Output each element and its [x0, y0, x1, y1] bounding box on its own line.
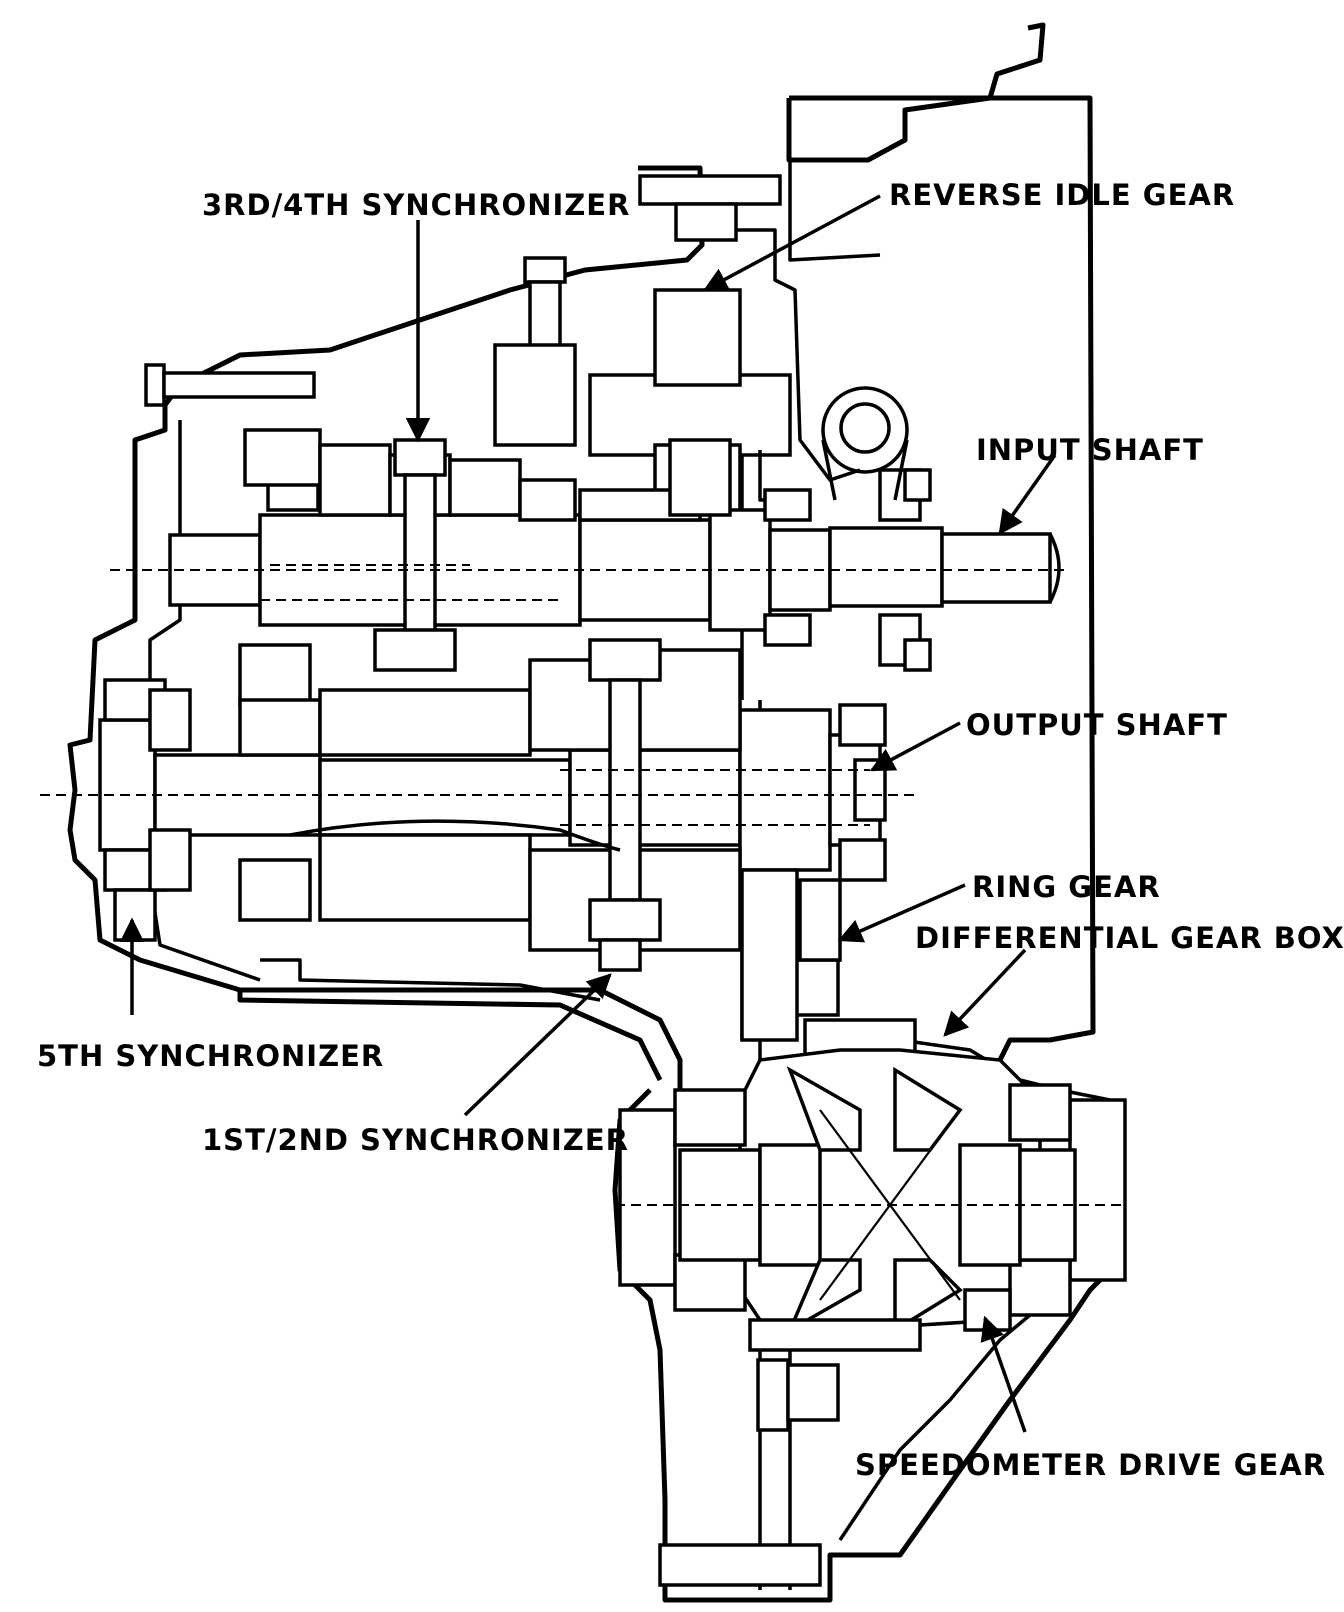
leader-input-shaft	[998, 453, 1057, 536]
leader-reverse-idle	[702, 194, 881, 292]
label-3rd-4th-synchronizer: 3RD/4TH SYNCHRONIZER	[202, 188, 630, 222]
differential-assembly	[615, 868, 1127, 1352]
leader-speedo	[980, 1315, 1027, 1433]
leader-lines	[119, 194, 1057, 1433]
label-reverse-idle-gear: REVERSE IDLE GEAR	[889, 178, 1235, 212]
callout-labels: 3RD/4TH SYNCHRONIZER REVERSE IDLE GEAR I…	[37, 178, 1344, 1482]
leader-diff-box	[943, 948, 1027, 1037]
label-output-shaft: OUTPUT SHAFT	[966, 708, 1228, 742]
leader-output-shaft	[869, 721, 961, 772]
label-5th-synchronizer: 5TH SYNCHRONIZER	[37, 1039, 384, 1073]
label-speedometer-drive-gear: SPEEDOMETER DRIVE GEAR	[855, 1448, 1326, 1482]
output-shaft-assembly	[40, 638, 920, 972]
label-differential-gear-box: DIFFERENTIAL GEAR BOX	[915, 921, 1344, 955]
leader-1st-2nd-sync	[463, 973, 612, 1117]
input-shaft-assembly	[110, 386, 1070, 672]
leader-ring-gear	[837, 883, 966, 943]
label-ring-gear: RING GEAR	[972, 870, 1161, 904]
label-1st-2nd-synchronizer: 1ST/2ND SYNCHRONIZER	[202, 1123, 629, 1157]
label-input-shaft: INPUT SHAFT	[976, 433, 1204, 467]
